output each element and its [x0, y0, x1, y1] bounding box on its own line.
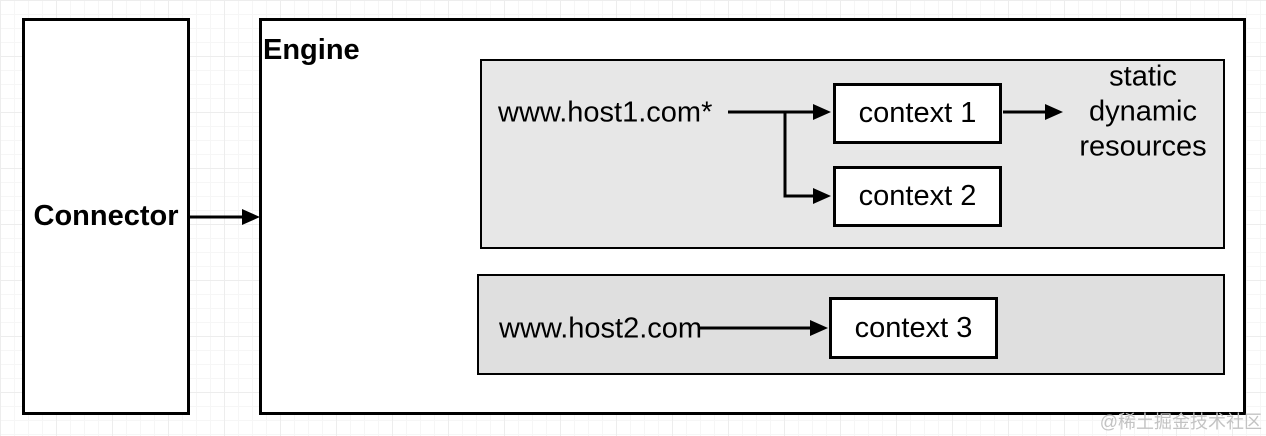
connector-box: Connector	[22, 18, 190, 415]
resources-line-dynamic: dynamic	[1088, 95, 1197, 128]
context-3-box: context 3	[829, 297, 998, 359]
watermark-label: @稀土掘金技术社区	[1099, 412, 1262, 432]
context-2-label: context 2	[858, 180, 977, 212]
resources-line-static: static	[1109, 60, 1177, 93]
arrow-connector-to-engine	[190, 209, 260, 225]
context-2-box: context 2	[833, 166, 1002, 227]
context-3-label: context 3	[854, 311, 973, 344]
resources-label: static dynamic resources	[1079, 60, 1206, 165]
resources-line-resources: resources	[1079, 130, 1207, 163]
context-1-box: context 1	[833, 83, 1002, 144]
connector-label: Connector	[33, 200, 179, 232]
engine-label: Engine	[263, 34, 360, 66]
host2-domain-label: www.host2.com	[499, 312, 703, 345]
context-1-label: context 1	[858, 97, 977, 129]
host1-domain-label: www.host1.com*	[498, 96, 713, 129]
